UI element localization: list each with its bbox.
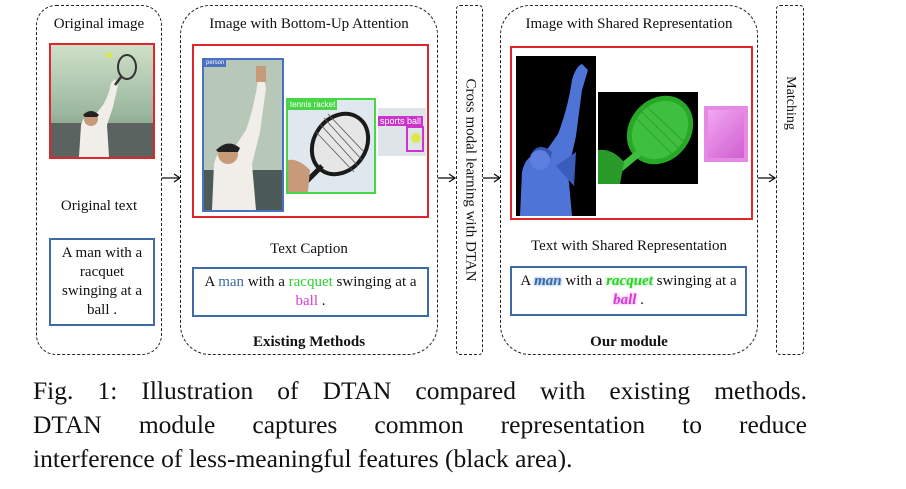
masked-racket bbox=[598, 92, 698, 184]
shared-representation-title: Image with Shared Representation bbox=[525, 16, 733, 32]
matching-panel: Matching bbox=[776, 5, 804, 355]
original-panel: Original image Original text A man with … bbox=[36, 5, 162, 355]
matching-label: Matching bbox=[783, 76, 798, 131]
text-caption: A man with a racquet swinging at a ball … bbox=[204, 274, 417, 309]
our-module-panel: Image with Shared Representation bbox=[500, 5, 758, 355]
shared-text-box: A man with a racquet swinging at a ball … bbox=[510, 266, 747, 316]
our-module-label: Our module bbox=[590, 334, 668, 350]
arrow-1 bbox=[162, 173, 182, 183]
masked-person bbox=[516, 56, 596, 216]
masked-ball bbox=[704, 106, 748, 162]
ball-box bbox=[406, 126, 424, 152]
shared-word-man: man bbox=[534, 273, 562, 289]
word-racquet: racquet bbox=[288, 274, 333, 290]
figure-caption: Fig. 1: Illustration of DTAN compared wi… bbox=[33, 374, 807, 476]
racket-region: tennis racket bbox=[286, 98, 376, 194]
text-caption-title: Text Caption bbox=[270, 241, 348, 257]
dtan-panel: Cross modal learning with DTAN bbox=[456, 5, 483, 355]
shared-word-racquet: racquet bbox=[606, 273, 653, 289]
arrow-2 bbox=[438, 173, 457, 183]
original-text: A man with a racquet swinging at a ball … bbox=[61, 245, 143, 318]
word-man: man bbox=[218, 274, 245, 290]
existing-methods-label: Existing Methods bbox=[252, 334, 366, 350]
caption-line-1: Fig. 1: Illustration of DTAN compared wi… bbox=[33, 376, 807, 405]
person-tag: person bbox=[204, 60, 227, 67]
original-image bbox=[49, 43, 155, 159]
caption-line-2: DTAN module captures common representati… bbox=[33, 410, 807, 439]
racket-tag: tennis racket bbox=[288, 100, 338, 110]
person-region: person bbox=[202, 58, 284, 212]
dtan-label: Cross modal learning with DTAN bbox=[462, 78, 478, 282]
ball-tag: sports ball bbox=[378, 116, 424, 126]
arrow-4 bbox=[758, 173, 777, 183]
shared-text: A man with a racquet swinging at a ball … bbox=[520, 273, 737, 308]
word-ball: ball bbox=[295, 293, 319, 309]
shared-word-ball: ball bbox=[613, 292, 637, 308]
caption-line-3: interference of less-meaningful features… bbox=[33, 444, 573, 473]
text-caption-box: A man with a racquet swinging at a ball … bbox=[192, 267, 429, 317]
original-image-title: Original image bbox=[53, 16, 145, 32]
original-text-box: A man with a racquet swinging at a ball … bbox=[49, 238, 155, 326]
existing-methods-panel: Image with Bottom-Up Attention person bbox=[180, 5, 438, 355]
original-text-title: Original text bbox=[60, 198, 138, 214]
bottom-up-attention-box: person tennis racket sports ball bbox=[192, 44, 429, 218]
bottom-up-title: Image with Bottom-Up Attention bbox=[209, 16, 409, 32]
shared-text-title: Text with Shared Representation bbox=[531, 238, 727, 254]
shared-representation-box bbox=[510, 46, 753, 220]
ball-region: sports ball bbox=[378, 108, 426, 156]
